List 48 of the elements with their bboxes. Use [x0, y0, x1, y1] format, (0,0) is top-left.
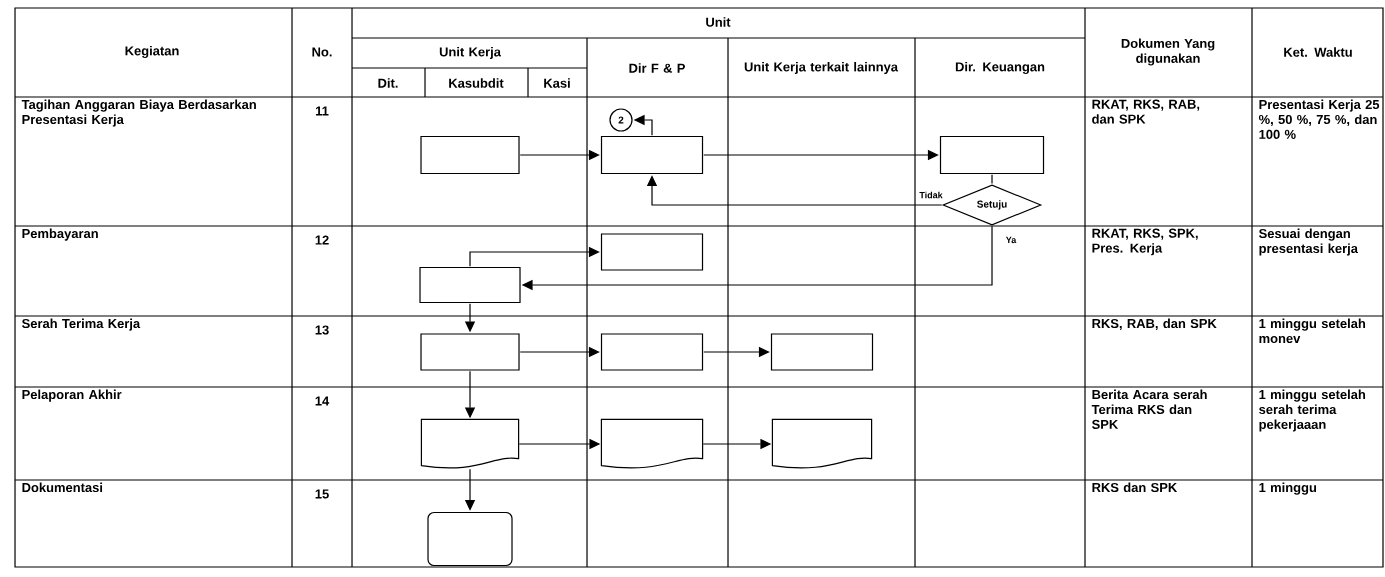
column-header: Unit — [706, 17, 731, 27]
process-box — [939, 135, 1045, 175]
edge-label: Ya — [1004, 235, 1018, 245]
step-number: 14 — [315, 396, 330, 406]
column-header: Dir. Keuangan — [955, 61, 1045, 75]
process-box — [600, 333, 704, 371]
step-number: 11 — [316, 106, 329, 116]
process-box — [770, 333, 874, 371]
time-note: 1 minggu setelah serah terima pekerjaaan — [1259, 389, 1366, 432]
arrow — [469, 246, 600, 267]
process-box — [600, 135, 704, 175]
column-header: Unit Kerja terkait lainnya — [744, 61, 899, 75]
time-note: 1 minggu — [1259, 482, 1317, 495]
column-header: No. — [312, 47, 332, 57]
column-header: Unit Kerja — [439, 46, 502, 60]
process-box — [419, 266, 521, 304]
process-box — [420, 333, 520, 371]
step-number: 12 — [315, 235, 329, 245]
document-text: RKS dan SPK — [1092, 482, 1178, 493]
document-text: RKAT, RKS, RAB, dan SPK — [1092, 99, 1200, 124]
edge-label: Tidak — [918, 190, 944, 200]
activity-text: Pelaporan Akhir — [22, 389, 122, 402]
time-note: 1 minggu setelah monev — [1259, 318, 1366, 344]
time-note: Presentasi Kerja 25 %, 50 %, 75 %, dan 100 % — [1258, 99, 1380, 139]
column-header: Kegiatan — [125, 45, 179, 59]
process-box — [600, 233, 704, 271]
document-shape — [420, 418, 520, 469]
column-header: Kasubdit — [449, 78, 504, 88]
document-text: Berita Acara serah Terima RKS dan SPK — [1091, 389, 1207, 429]
document-text: RKS, RAB, dan SPK — [1092, 318, 1217, 330]
document-shape — [771, 418, 873, 469]
step-number: 13 — [315, 325, 329, 335]
arrow — [646, 175, 943, 206]
terminal-box — [427, 511, 513, 567]
column-header: Dir F & P — [629, 63, 685, 73]
column-header: Dit. — [378, 78, 398, 88]
activity-text: Dokumentasi — [22, 482, 102, 493]
activity-text: Pembayaran — [22, 228, 98, 241]
column-header: Ket. Waktu — [1284, 47, 1352, 57]
activity-text: Tagihan Anggaran Biaya Berdasarkan Presentasi Kerja — [21, 99, 256, 127]
column-header: Dokumen Yang digunakan — [1121, 38, 1215, 66]
time-note: Sesuai dengan presentasi kerja — [1259, 228, 1358, 256]
document-text: RKAT, RKS, SPK, Pres. Kerja — [1092, 228, 1198, 256]
activity-text: Serah Terima Kerja — [22, 318, 141, 331]
document-shape — [600, 418, 704, 469]
column-header: Kasi — [544, 78, 570, 88]
process-box — [420, 135, 520, 175]
step-number: 15 — [315, 489, 329, 499]
